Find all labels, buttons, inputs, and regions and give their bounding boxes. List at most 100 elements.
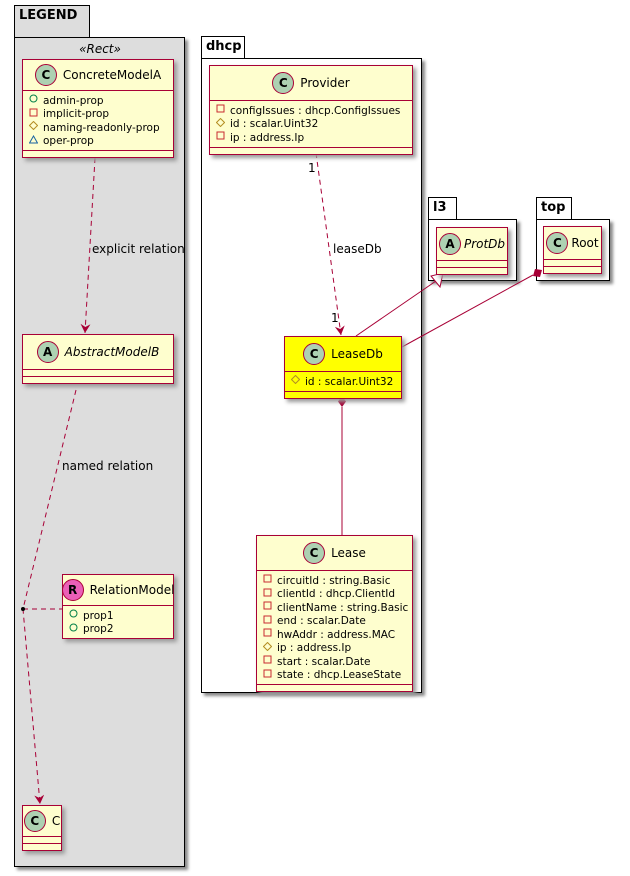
attribute: end : scalar.Date — [263, 615, 406, 629]
edge-provider-leasedb — [315, 152, 345, 336]
attribute-list: id : scalar.Uint32 — [285, 372, 401, 392]
named-relation-label: named relation — [62, 459, 154, 473]
class-icon: C — [34, 64, 57, 86]
visibility-icon — [262, 641, 273, 656]
attribute: prop1 — [69, 609, 167, 623]
attribute: oper-prop — [28, 134, 167, 149]
attribute: state : dhcp.LeaseState — [263, 669, 406, 683]
attribute-text: clientId : dhcp.ClientId — [277, 588, 396, 600]
relation-class-icon: R — [61, 579, 84, 601]
package-tab-top: top — [536, 197, 572, 220]
class-icon: C — [23, 810, 46, 832]
attribute-text: id : scalar.Uint32 — [230, 118, 319, 130]
class-leasedb[interactable]: C LeaseDb id : scalar.Uint32 — [284, 336, 402, 399]
class-name: ProtDb — [463, 237, 506, 251]
visibility-icon — [215, 117, 226, 132]
class-icon: C — [303, 343, 326, 365]
package-tab-l3: l3 — [428, 197, 457, 220]
attribute: clientName : string.Basic — [263, 601, 409, 615]
attribute: hwAddr : address.MAC — [263, 628, 406, 642]
stereotype-label: «Rect» — [79, 42, 121, 56]
attribute: implicit-prop — [29, 108, 167, 122]
attribute-text: state : dhcp.LeaseState — [277, 669, 402, 681]
attribute-text: start : scalar.Date — [277, 655, 371, 668]
composition-diamond — [533, 269, 542, 277]
class-icon: C — [303, 542, 326, 564]
abstract-class-icon: A — [36, 341, 59, 363]
attribute-text: hwAddr : address.MAC — [277, 628, 396, 641]
visibility-icon — [263, 574, 272, 588]
edge-explicit-relation — [80, 157, 96, 334]
attribute-text: prop1 — [83, 609, 114, 622]
visibility-icon — [263, 655, 272, 669]
class-name: Provider — [300, 76, 350, 90]
visibility-icon — [29, 108, 38, 122]
class-name: ConcreteModelA — [62, 68, 162, 82]
edge-root-composition — [401, 274, 534, 348]
class-name: Root — [571, 236, 599, 250]
visibility-icon — [69, 609, 78, 623]
class-name: AbstractModelB — [64, 345, 160, 359]
attribute: naming-readonly-prop — [28, 120, 167, 135]
class-icon: C — [272, 72, 295, 94]
package-legend — [14, 37, 185, 867]
attribute-text: clientName : string.Basic — [277, 601, 409, 614]
attribute-text: id : scalar.Uint32 — [305, 375, 394, 388]
visibility-icon — [263, 615, 272, 629]
class-abstractmodelb[interactable]: A AbstractModelB — [22, 334, 174, 384]
attribute-text: oper-prop — [43, 135, 94, 147]
attribute-text: ip : address.Ip — [230, 131, 305, 144]
inheritance-triangle — [430, 272, 444, 289]
attribute: circuitId : string.Basic — [263, 574, 406, 588]
package-name: LEGEND — [19, 8, 78, 23]
visibility-icon — [69, 623, 78, 637]
visibility-icon — [263, 669, 272, 683]
attribute: start : scalar.Date — [263, 655, 406, 669]
package-tab-dhcp: dhcp — [201, 36, 245, 59]
attribute-text: prop2 — [83, 623, 114, 635]
visibility-icon — [263, 601, 272, 615]
attribute-text: circuitId : string.Basic — [277, 574, 391, 587]
attribute: clientId : dhcp.ClientId — [263, 588, 406, 602]
attribute: ip : address.Ip — [216, 131, 406, 145]
relation-label-leasedb: leaseDb — [333, 242, 382, 256]
attribute-text: implicit-prop — [43, 108, 110, 120]
attribute: prop2 — [69, 623, 167, 637]
class-name: RelationModel — [89, 583, 175, 597]
attribute-text: ip : address.Ip — [277, 642, 352, 654]
attribute: id : scalar.Uint32 — [215, 117, 406, 132]
edge-inheritance-protdb — [355, 280, 437, 337]
visibility-icon — [29, 94, 38, 108]
class-name: C — [51, 814, 61, 828]
class-name: Lease — [331, 546, 366, 560]
explicit-relation-label: explicit relation — [92, 242, 185, 256]
association-point — [21, 607, 25, 611]
attribute: id : scalar.Uint32 — [290, 374, 395, 389]
multiplicity-source: 1 — [308, 161, 316, 175]
package-tab-legend: LEGEND — [14, 5, 90, 38]
multiplicity-target: 1 — [331, 311, 339, 325]
attribute-text: configIssues : dhcp.ConfigIssues — [230, 104, 401, 117]
visibility-icon — [28, 134, 39, 149]
attribute-text: end : scalar.Date — [277, 615, 366, 627]
class-icon: C — [546, 232, 569, 254]
attribute: admin-prop — [29, 94, 167, 108]
attribute-text: admin-prop — [43, 94, 104, 107]
package-name: top — [541, 200, 566, 215]
class-provider[interactable]: C Provider configIssues : dhcp.ConfigIssu… — [209, 65, 413, 155]
visibility-icon — [290, 374, 301, 389]
composition-diamond — [338, 396, 346, 407]
attribute: ip : address.Ip — [262, 641, 406, 656]
package-name: dhcp — [206, 39, 242, 54]
attribute-text: naming-readonly-prop — [43, 121, 160, 134]
class-name: LeaseDb — [331, 347, 383, 361]
